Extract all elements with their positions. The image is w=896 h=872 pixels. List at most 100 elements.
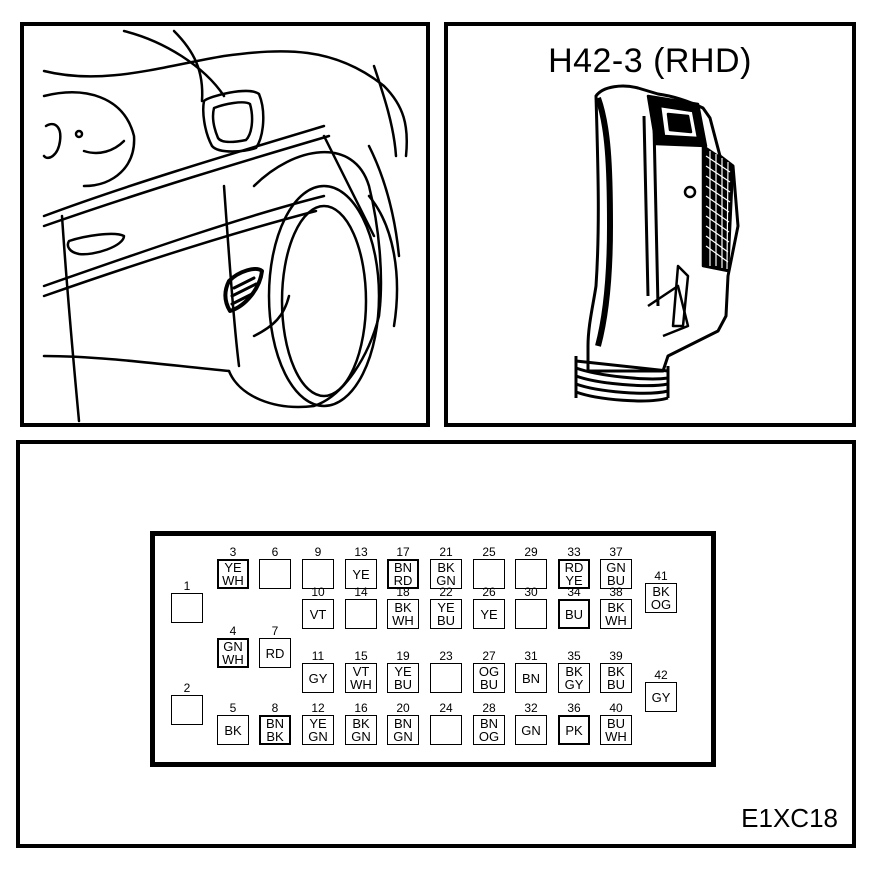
pin-24: 24 (430, 702, 462, 745)
wire-color: WH (222, 652, 244, 667)
pin-cavity (302, 559, 334, 589)
vehicle-location-panel (20, 22, 430, 427)
wire-color: YE (309, 716, 327, 731)
pin-number: 37 (609, 545, 623, 559)
pin-number: 20 (396, 701, 410, 715)
wire-color: BK (652, 584, 670, 599)
wire-color: BK (352, 716, 370, 731)
pin-number: 16 (354, 701, 368, 715)
wire-color: BU (393, 677, 413, 692)
pin-number: 6 (271, 545, 279, 559)
pin-number: 28 (482, 701, 496, 715)
pin-number: 9 (314, 545, 322, 559)
pin-number: 3 (229, 545, 237, 559)
pin-number: 31 (524, 649, 538, 663)
pin-number: 38 (609, 585, 623, 599)
pin-cavity: BK (217, 715, 249, 745)
wire-color: WH (350, 677, 372, 692)
pin-cavity: BN (515, 663, 547, 693)
wire-color: BN (521, 670, 541, 686)
pin-cavity: GY (645, 682, 677, 712)
pin-number: 39 (609, 649, 623, 663)
wire-color: BK (565, 664, 583, 679)
wire-color: OG (478, 729, 500, 744)
pin-number: 12 (311, 701, 325, 715)
wire-color: BK (437, 560, 455, 575)
wire-color: OG (478, 664, 500, 679)
wire-color: BK (607, 664, 625, 679)
pin-30: 30 (515, 586, 547, 629)
wire-color: BU (479, 677, 499, 692)
pin-cavity (430, 663, 462, 693)
pin-number: 8 (271, 701, 279, 715)
pin-number: 22 (439, 585, 453, 599)
pin-2: 2 (171, 682, 203, 725)
pin-number: 34 (567, 585, 581, 599)
pin-cavity: RD (259, 638, 291, 668)
pin-number: 17 (396, 545, 410, 559)
wire-color: WH (605, 729, 627, 744)
pin-cavity: GY (302, 663, 334, 693)
wire-color: BN (393, 560, 413, 575)
pin-number: 32 (524, 701, 538, 715)
wire-color: RD (564, 560, 584, 575)
pin-number: 21 (439, 545, 453, 559)
pin-cavity (515, 559, 547, 589)
pin-number: 36 (567, 701, 581, 715)
wire-color: BK (266, 729, 284, 744)
pin-number: 27 (482, 649, 496, 663)
wire-color: GY (308, 670, 328, 686)
wire-color: BK (224, 722, 242, 738)
pin-25: 25 (473, 546, 505, 589)
pin-23: 23 (430, 650, 462, 693)
wire-color: PK (565, 722, 583, 738)
pin-number: 1 (183, 579, 191, 593)
pin-cavity: GN (515, 715, 547, 745)
wire-color: YE (565, 573, 583, 588)
wire-color: VT (352, 664, 370, 679)
pin-number: 24 (439, 701, 453, 715)
pin-number: 23 (439, 649, 453, 663)
wire-color: GN (521, 722, 541, 738)
wire-color: OG (650, 597, 672, 612)
pin-number: 7 (271, 624, 279, 638)
pin-cavity (345, 599, 377, 629)
wire-color: GN (606, 560, 626, 575)
pin-29: 29 (515, 546, 547, 589)
pin-cavity: YE (345, 559, 377, 589)
wire-color: GN (308, 729, 328, 744)
wire-color: YE (437, 600, 455, 615)
wire-color: YE (352, 566, 370, 582)
pin-number: 42 (654, 668, 668, 682)
